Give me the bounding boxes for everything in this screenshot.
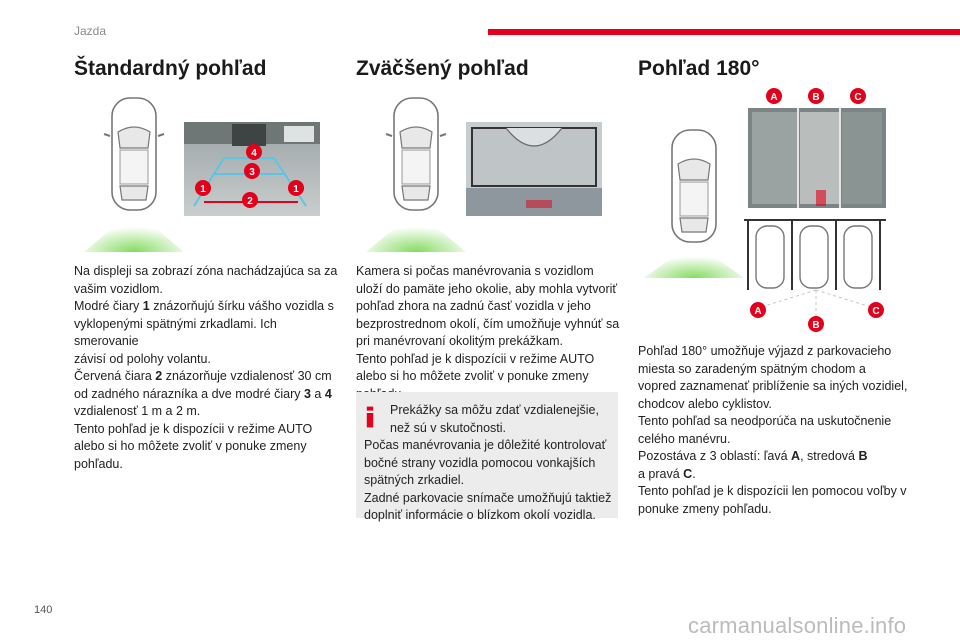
info-note-text: Prekážky sa môžu zdať vzdialenejšie, než… xyxy=(364,403,612,522)
zoomed-view-description: Kamera si počas manévrovania s vozidlom … xyxy=(356,264,620,401)
camera-zone-glow xyxy=(366,210,466,252)
svg-text:B: B xyxy=(812,92,819,103)
callout-1-right: 1 xyxy=(288,180,304,196)
figure-zoomed-view xyxy=(366,97,602,252)
car-top-view xyxy=(385,97,447,211)
callout-b-bottom: B xyxy=(808,316,824,332)
parking-spaces xyxy=(744,219,886,320)
callout-c-top: C xyxy=(850,88,866,104)
page-number: 140 xyxy=(34,604,53,616)
title-180-view: Pohľad 180° xyxy=(638,57,760,80)
svg-text:A: A xyxy=(770,92,777,103)
callout-4: 4 xyxy=(246,144,262,160)
callout-a-top: A xyxy=(766,88,782,104)
standard-view-description: Na displeji sa zobrazí zóna nachádzajúca… xyxy=(74,264,338,471)
svg-text:2: 2 xyxy=(247,196,253,207)
info-icon xyxy=(366,406,374,428)
svg-text:C: C xyxy=(854,92,861,103)
svg-text:C: C xyxy=(872,306,879,317)
section-label: Jazda xyxy=(74,24,107,38)
callout-c-bottom: C xyxy=(868,302,884,318)
header-accent-bar xyxy=(488,29,960,35)
callout-b-top: B xyxy=(808,88,824,104)
callout-3: 3 xyxy=(244,163,260,179)
title-zoomed-view: Zväčšený pohľad xyxy=(356,57,529,80)
180-camera-screen xyxy=(748,108,886,208)
callout-a-bottom: A xyxy=(750,302,766,318)
camera-zone-glow xyxy=(644,242,744,278)
title-standard-view: Štandardný pohľad xyxy=(74,57,267,80)
svg-text:B: B xyxy=(812,320,819,331)
svg-text:1: 1 xyxy=(200,184,206,195)
callout-1-left: 1 xyxy=(195,180,211,196)
camera-zone-glow xyxy=(84,210,184,252)
svg-text:1: 1 xyxy=(293,184,299,195)
watermark: carmanualsonline.info xyxy=(688,613,907,638)
180-view-description: Pohľad 180° umožňuje výjazd z parkovacie… xyxy=(638,344,908,516)
figure-180-view: A B C A B C xyxy=(644,88,886,332)
svg-text:4: 4 xyxy=(251,148,257,159)
callout-2: 2 xyxy=(242,192,258,208)
svg-text:A: A xyxy=(754,306,761,317)
info-note: Prekážky sa môžu zdať vzdialenejšie, než… xyxy=(356,392,618,522)
car-top-view xyxy=(671,129,717,243)
car-top-view xyxy=(103,97,165,211)
figure-standard-view: 4 3 1 2 1 xyxy=(84,97,320,252)
svg-text:3: 3 xyxy=(249,167,255,178)
zoomed-camera-screen xyxy=(466,122,602,216)
